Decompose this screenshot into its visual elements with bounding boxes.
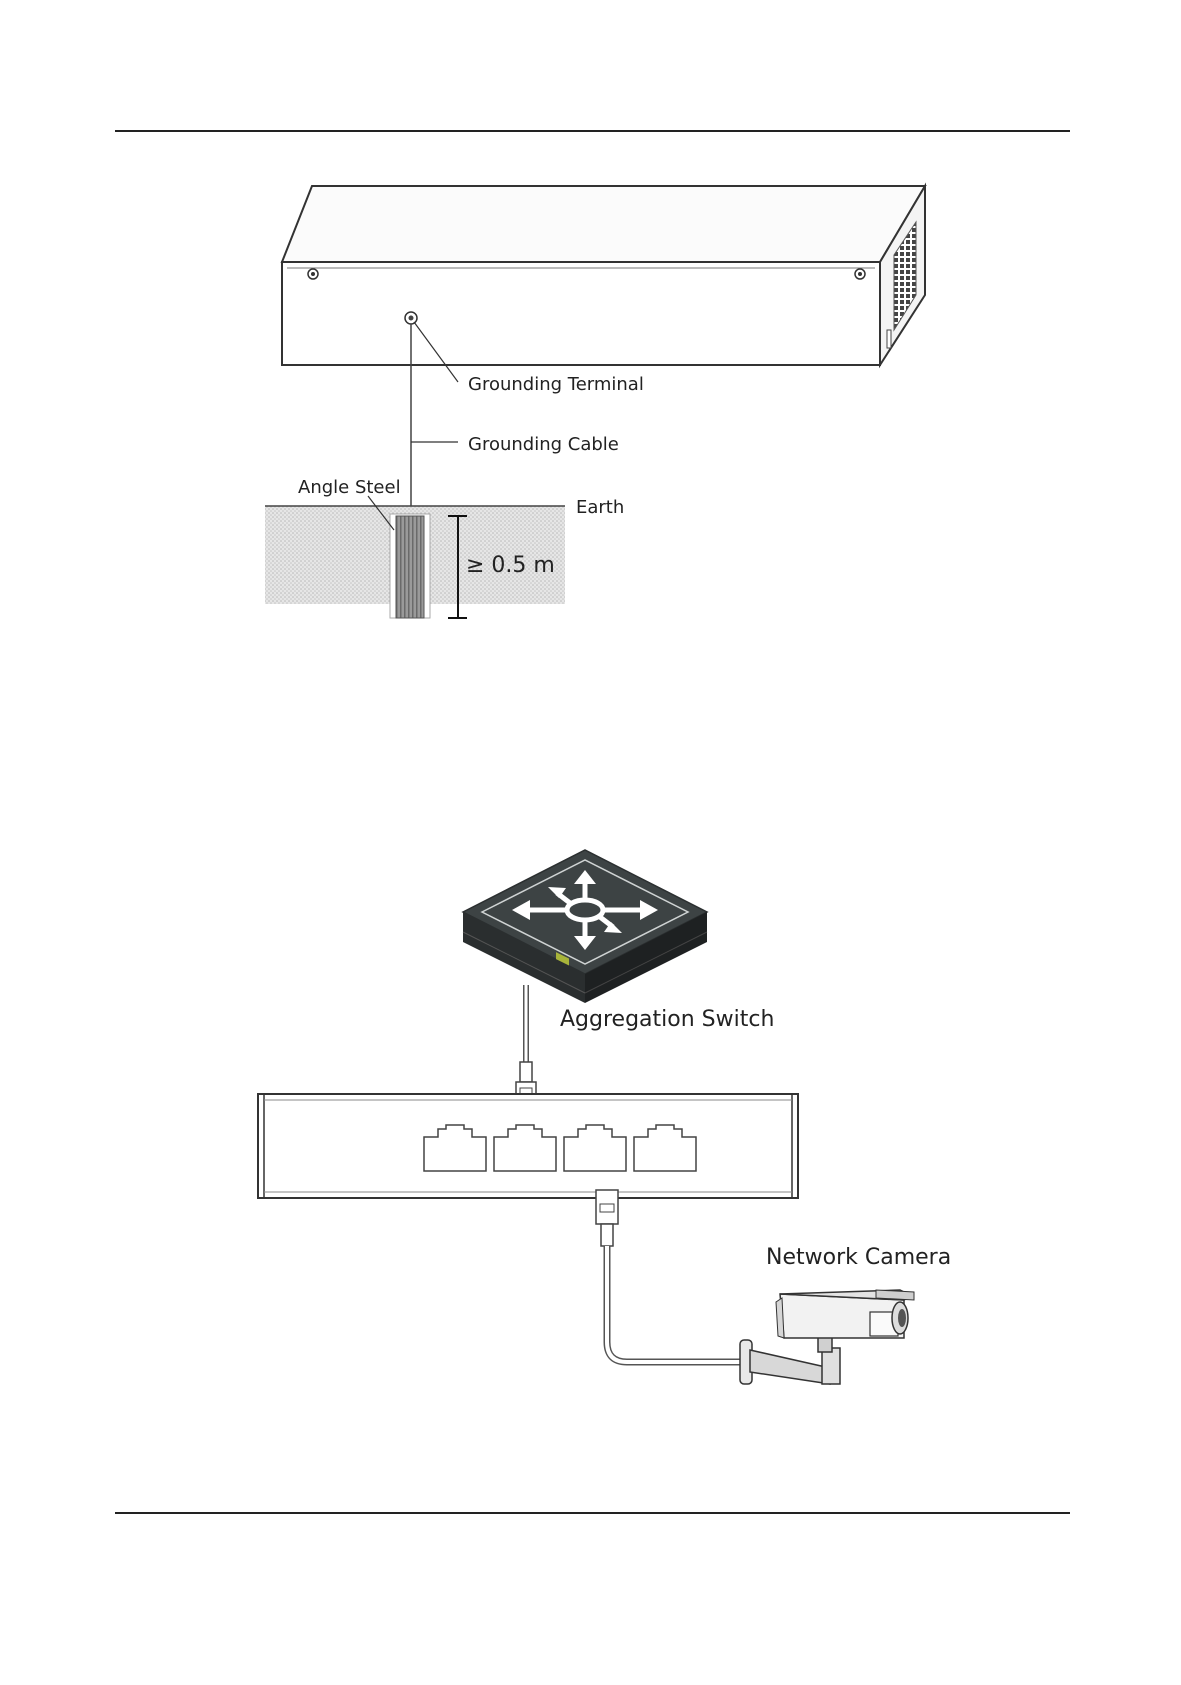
grounding-terminal (405, 312, 417, 324)
grounding-terminal-label: Grounding Terminal (468, 374, 644, 395)
angle-steel (396, 516, 424, 618)
grounding-cable-label: Grounding Cable (468, 434, 619, 455)
device-chassis (282, 186, 925, 365)
depth-label: ≥ 0.5 m (466, 553, 555, 578)
earth-label: Earth (576, 497, 624, 518)
angle-steel-label: Angle Steel (298, 477, 401, 498)
